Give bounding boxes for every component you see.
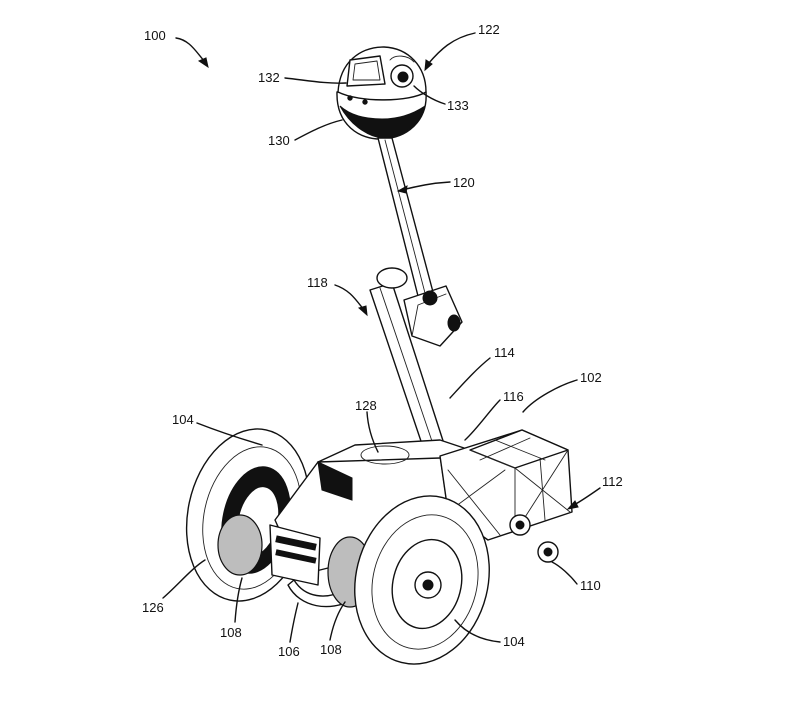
label-130: 130 xyxy=(268,133,290,148)
arrow-118 xyxy=(357,305,368,317)
label-108-left: 108 xyxy=(220,625,242,640)
support-arm-edge xyxy=(379,287,437,454)
leader-122 xyxy=(427,32,476,65)
label-118: 118 xyxy=(307,275,328,290)
label-114: 114 xyxy=(494,345,515,360)
label-104-left: 104 xyxy=(172,412,194,427)
leader-110 xyxy=(551,561,578,585)
mast-edge xyxy=(384,139,426,294)
reference-numerals: 100 122 132 133 130 120 118 114 102 116 … xyxy=(142,22,623,659)
label-116: 116 xyxy=(503,389,524,404)
leader-106 xyxy=(289,602,299,643)
leader-102 xyxy=(522,379,578,413)
label-122: 122 xyxy=(478,22,500,37)
label-126: 126 xyxy=(142,600,164,615)
leader-114 xyxy=(449,357,491,399)
label-112: 112 xyxy=(602,474,623,489)
leader-126 xyxy=(162,559,206,599)
label-110: 110 xyxy=(580,578,601,593)
chassis xyxy=(217,429,573,608)
head-assembly xyxy=(336,46,427,140)
left-motor xyxy=(217,514,263,576)
leader-133 xyxy=(413,85,446,105)
leader-108-left xyxy=(234,577,243,623)
head-screen xyxy=(346,55,386,87)
label-100: 100 xyxy=(144,28,166,43)
housing-shadow xyxy=(317,461,353,501)
arrow-120 xyxy=(396,185,408,194)
head-crease xyxy=(389,55,415,63)
label-108-right: 108 xyxy=(320,642,342,657)
head-screen-inner xyxy=(352,60,381,81)
camera-lens xyxy=(447,314,461,332)
top-deck xyxy=(317,439,471,463)
label-102: 102 xyxy=(580,370,602,385)
head-dark-band xyxy=(339,104,426,139)
head-led-1 xyxy=(347,95,353,101)
leader-104-left xyxy=(196,422,263,446)
leader-lines xyxy=(162,32,601,643)
right-wheel xyxy=(354,495,490,665)
label-132: 132 xyxy=(258,70,280,85)
leader-118 xyxy=(334,284,365,311)
front-slot-2 xyxy=(275,549,317,564)
rear-caster-hub xyxy=(543,547,553,557)
leader-120 xyxy=(401,181,451,191)
leader-132 xyxy=(284,77,347,84)
label-104-right: 104 xyxy=(503,634,525,649)
leader-130 xyxy=(294,119,343,141)
label-120: 120 xyxy=(453,175,475,190)
head-camera-lens xyxy=(397,71,409,83)
arrow-122 xyxy=(424,59,433,72)
rear-hub-center xyxy=(515,520,525,530)
camera-bracket xyxy=(403,285,463,347)
arm-assembly xyxy=(369,267,463,457)
label-106: 106 xyxy=(278,644,300,659)
arrow-100 xyxy=(197,57,209,69)
leader-104-right xyxy=(454,619,501,643)
right-rim xyxy=(371,514,479,650)
leader-108-right xyxy=(329,601,346,641)
arrow-112 xyxy=(566,500,579,510)
head-led-2 xyxy=(362,99,368,105)
label-133: 133 xyxy=(447,98,469,113)
leader-116 xyxy=(464,399,501,441)
label-128: 128 xyxy=(355,398,377,413)
camera-knob xyxy=(422,290,438,306)
arm-top-joint xyxy=(376,267,408,289)
leader-100 xyxy=(175,37,207,64)
right-axle xyxy=(422,579,434,591)
front-slot-1 xyxy=(275,535,317,551)
top-opening xyxy=(360,445,410,465)
leader-128 xyxy=(366,411,379,453)
